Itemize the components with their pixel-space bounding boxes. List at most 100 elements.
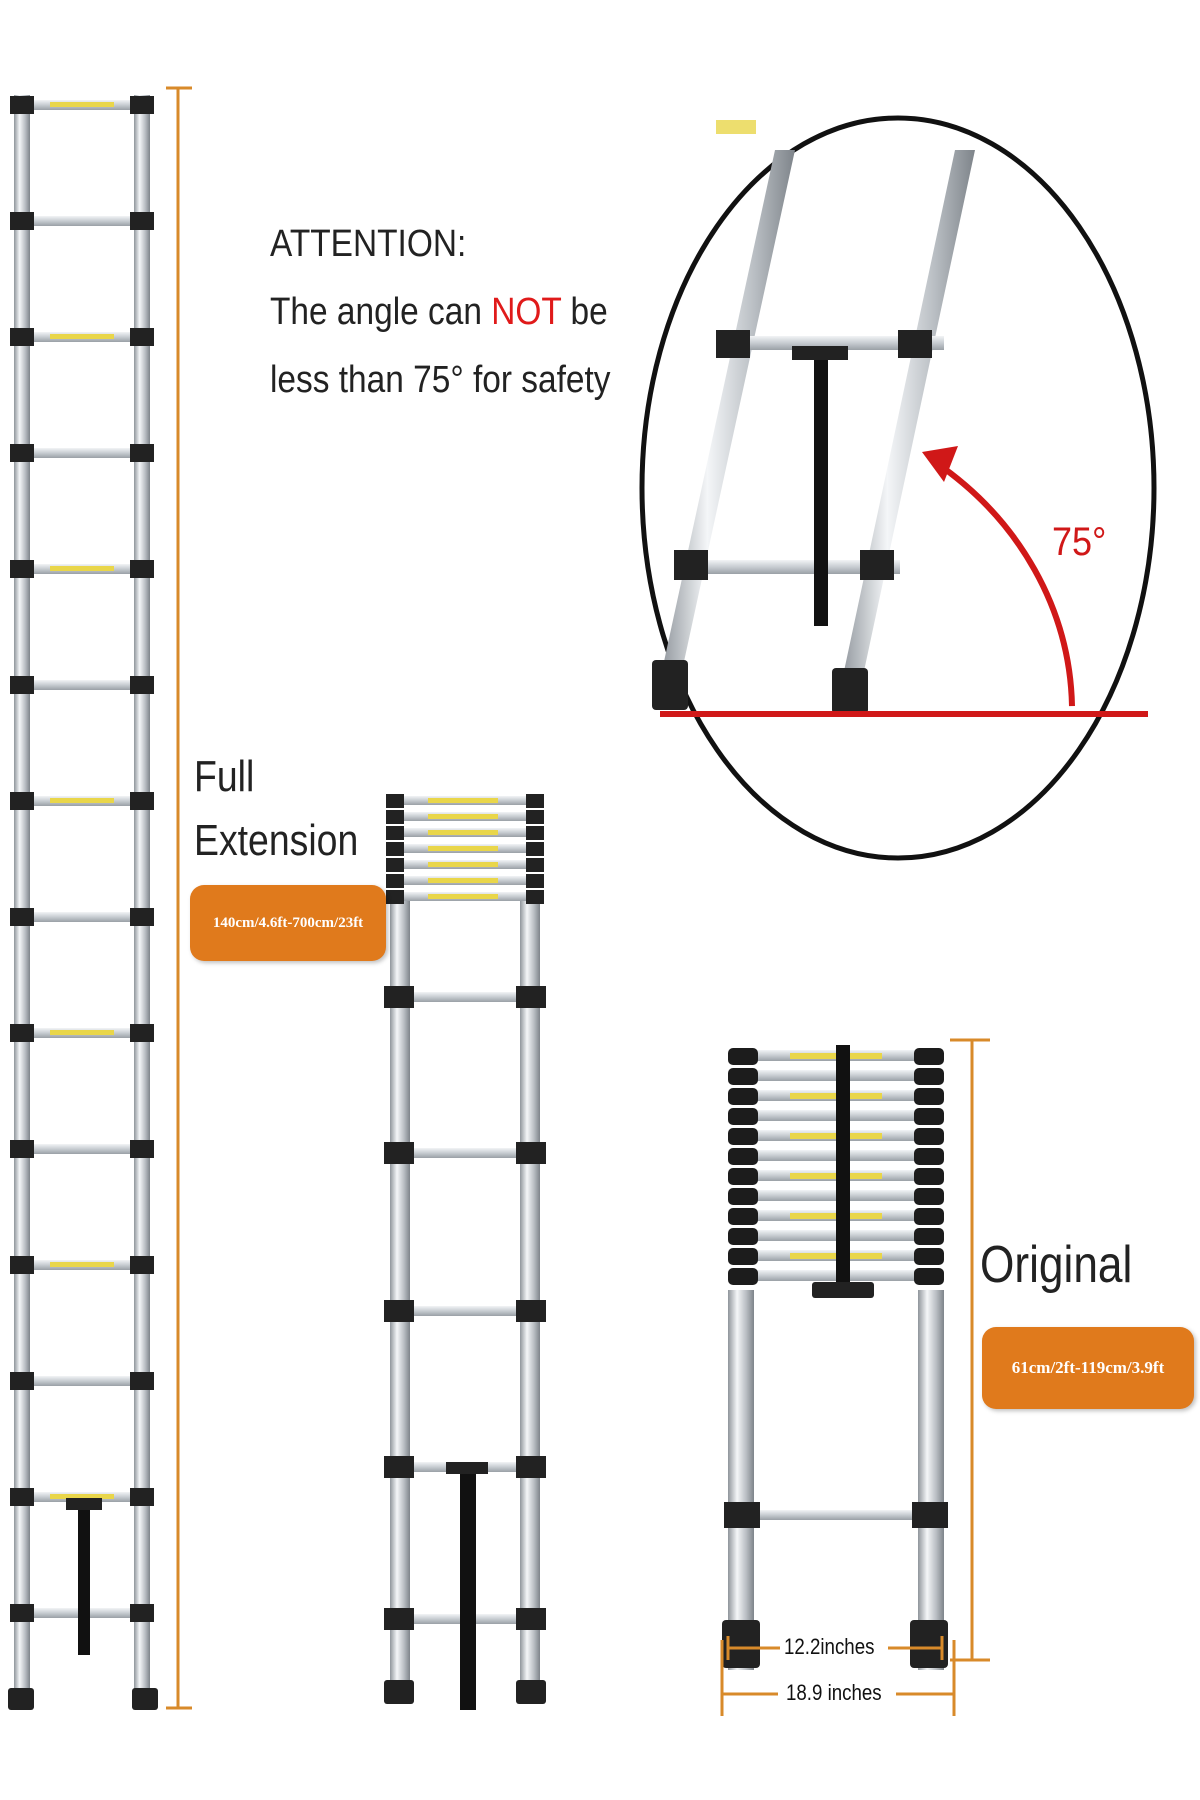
rung-clip [130,212,154,230]
rung-clip [10,1604,34,1622]
rung-label-sticker [50,1494,114,1499]
ladder-rung [24,1144,140,1154]
collapsed-ladder [722,1045,948,1670]
inner-width-label: 12.2inches [784,1634,875,1659]
rung-clip [914,1148,944,1165]
rung-label-sticker [50,102,114,107]
rung-clip [130,96,154,114]
rung-clip [914,1108,944,1125]
rung-clip [526,810,544,824]
attention-line-3: less than 75° for safety [270,359,611,401]
attention-line-2: The angle can NOT be [270,278,611,346]
rung-clip [516,986,546,1008]
rung-clip [728,1128,758,1145]
full-extension-line-2: Extension [194,816,359,865]
rung-clip [386,874,404,888]
original-height-dimension-line [950,1038,990,1662]
rung-clip [384,1300,414,1322]
rung-clip [130,1372,154,1390]
angle-label: 75° [1052,520,1107,564]
attention-text: The angle can [270,291,492,333]
angle-arrow-icon [922,446,958,482]
rung-clip [10,328,34,346]
rung-clip [914,1268,944,1285]
rung-clip [914,1128,944,1145]
rung-clip [10,96,34,114]
rung-clip [386,890,404,904]
rung-clip [10,1488,34,1506]
rung-clip [728,1208,758,1225]
rung-clip [130,1256,154,1274]
rung-clip [130,560,154,578]
rung-clip [526,842,544,856]
rung-clip [130,1604,154,1622]
rung-clip [130,1488,154,1506]
rung-clip [516,1142,546,1164]
rung-clip [526,858,544,872]
rung-label-sticker [50,1262,114,1267]
rung-label-sticker [428,830,498,835]
rung-label-sticker [428,862,498,867]
rung-clip [728,1228,758,1245]
rung-clip [914,1088,944,1105]
rung-label-sticker [50,566,114,571]
full-extension-ladder [8,95,158,1710]
rung-clip [130,1140,154,1158]
rung-clip [914,1228,944,1245]
rung-clip [10,1372,34,1390]
ladder-rung [24,216,140,226]
ladder-rung [24,1376,140,1386]
rung-clip [914,1048,944,1065]
attention-heading: ATTENTION: [270,223,467,265]
rung-clip [914,1068,944,1085]
ladder-rung [24,912,140,922]
rung-clip [728,1168,758,1185]
rung-clip [728,1048,758,1065]
rung-label-sticker [428,846,498,851]
rung-clip [130,328,154,346]
rung-clip [386,826,404,840]
full-extension-label: Full Extension [194,745,358,873]
full-extension-line-1: Full [194,752,255,801]
rung-clip [516,1300,546,1322]
ladder-rung [24,448,140,458]
rung-clip [384,1142,414,1164]
rung-clip [526,874,544,888]
original-badge: 61cm/2ft-119cm/3.9ft [982,1327,1194,1409]
rung-clip [10,212,34,230]
rung-clip [10,908,34,926]
rung-clip [384,986,414,1008]
rung-clip [384,1456,414,1478]
partial-extension-ladder [384,794,546,1710]
angle-detail-circle [639,115,1157,861]
original-label: Original [980,1236,1133,1294]
rung-clip [386,858,404,872]
rung-clip [526,826,544,840]
rung-clip [914,1188,944,1205]
ladder-rung [396,1148,536,1158]
rung-clip [10,444,34,462]
attention-text: be [561,291,608,333]
rung-clip [516,1608,546,1630]
rung-clip [914,1208,944,1225]
rung-clip [384,1608,414,1630]
rung-clip [130,908,154,926]
rung-label-sticker [50,798,114,803]
full-extension-badge: 140cm/4.6ft-700cm/23ft [190,885,386,961]
outer-width-label: 18.9 inches [786,1680,882,1705]
ladder-rung [396,1306,536,1316]
rung-clip [130,676,154,694]
rung-clip [386,810,404,824]
rung-clip [10,792,34,810]
rung-clip [10,1256,34,1274]
rung-clip [130,792,154,810]
rung-label-sticker [428,878,498,883]
ladder-rung [396,992,536,1002]
attention-notice: ATTENTION: The angle can NOT be less tha… [270,210,611,414]
rung-clip [526,794,544,808]
attention-not-highlight: NOT [491,291,562,333]
rung-clip [728,1148,758,1165]
rung-label-sticker [50,1030,114,1035]
full-extension-dimension-line [166,86,192,1710]
rung-clip [728,1188,758,1205]
